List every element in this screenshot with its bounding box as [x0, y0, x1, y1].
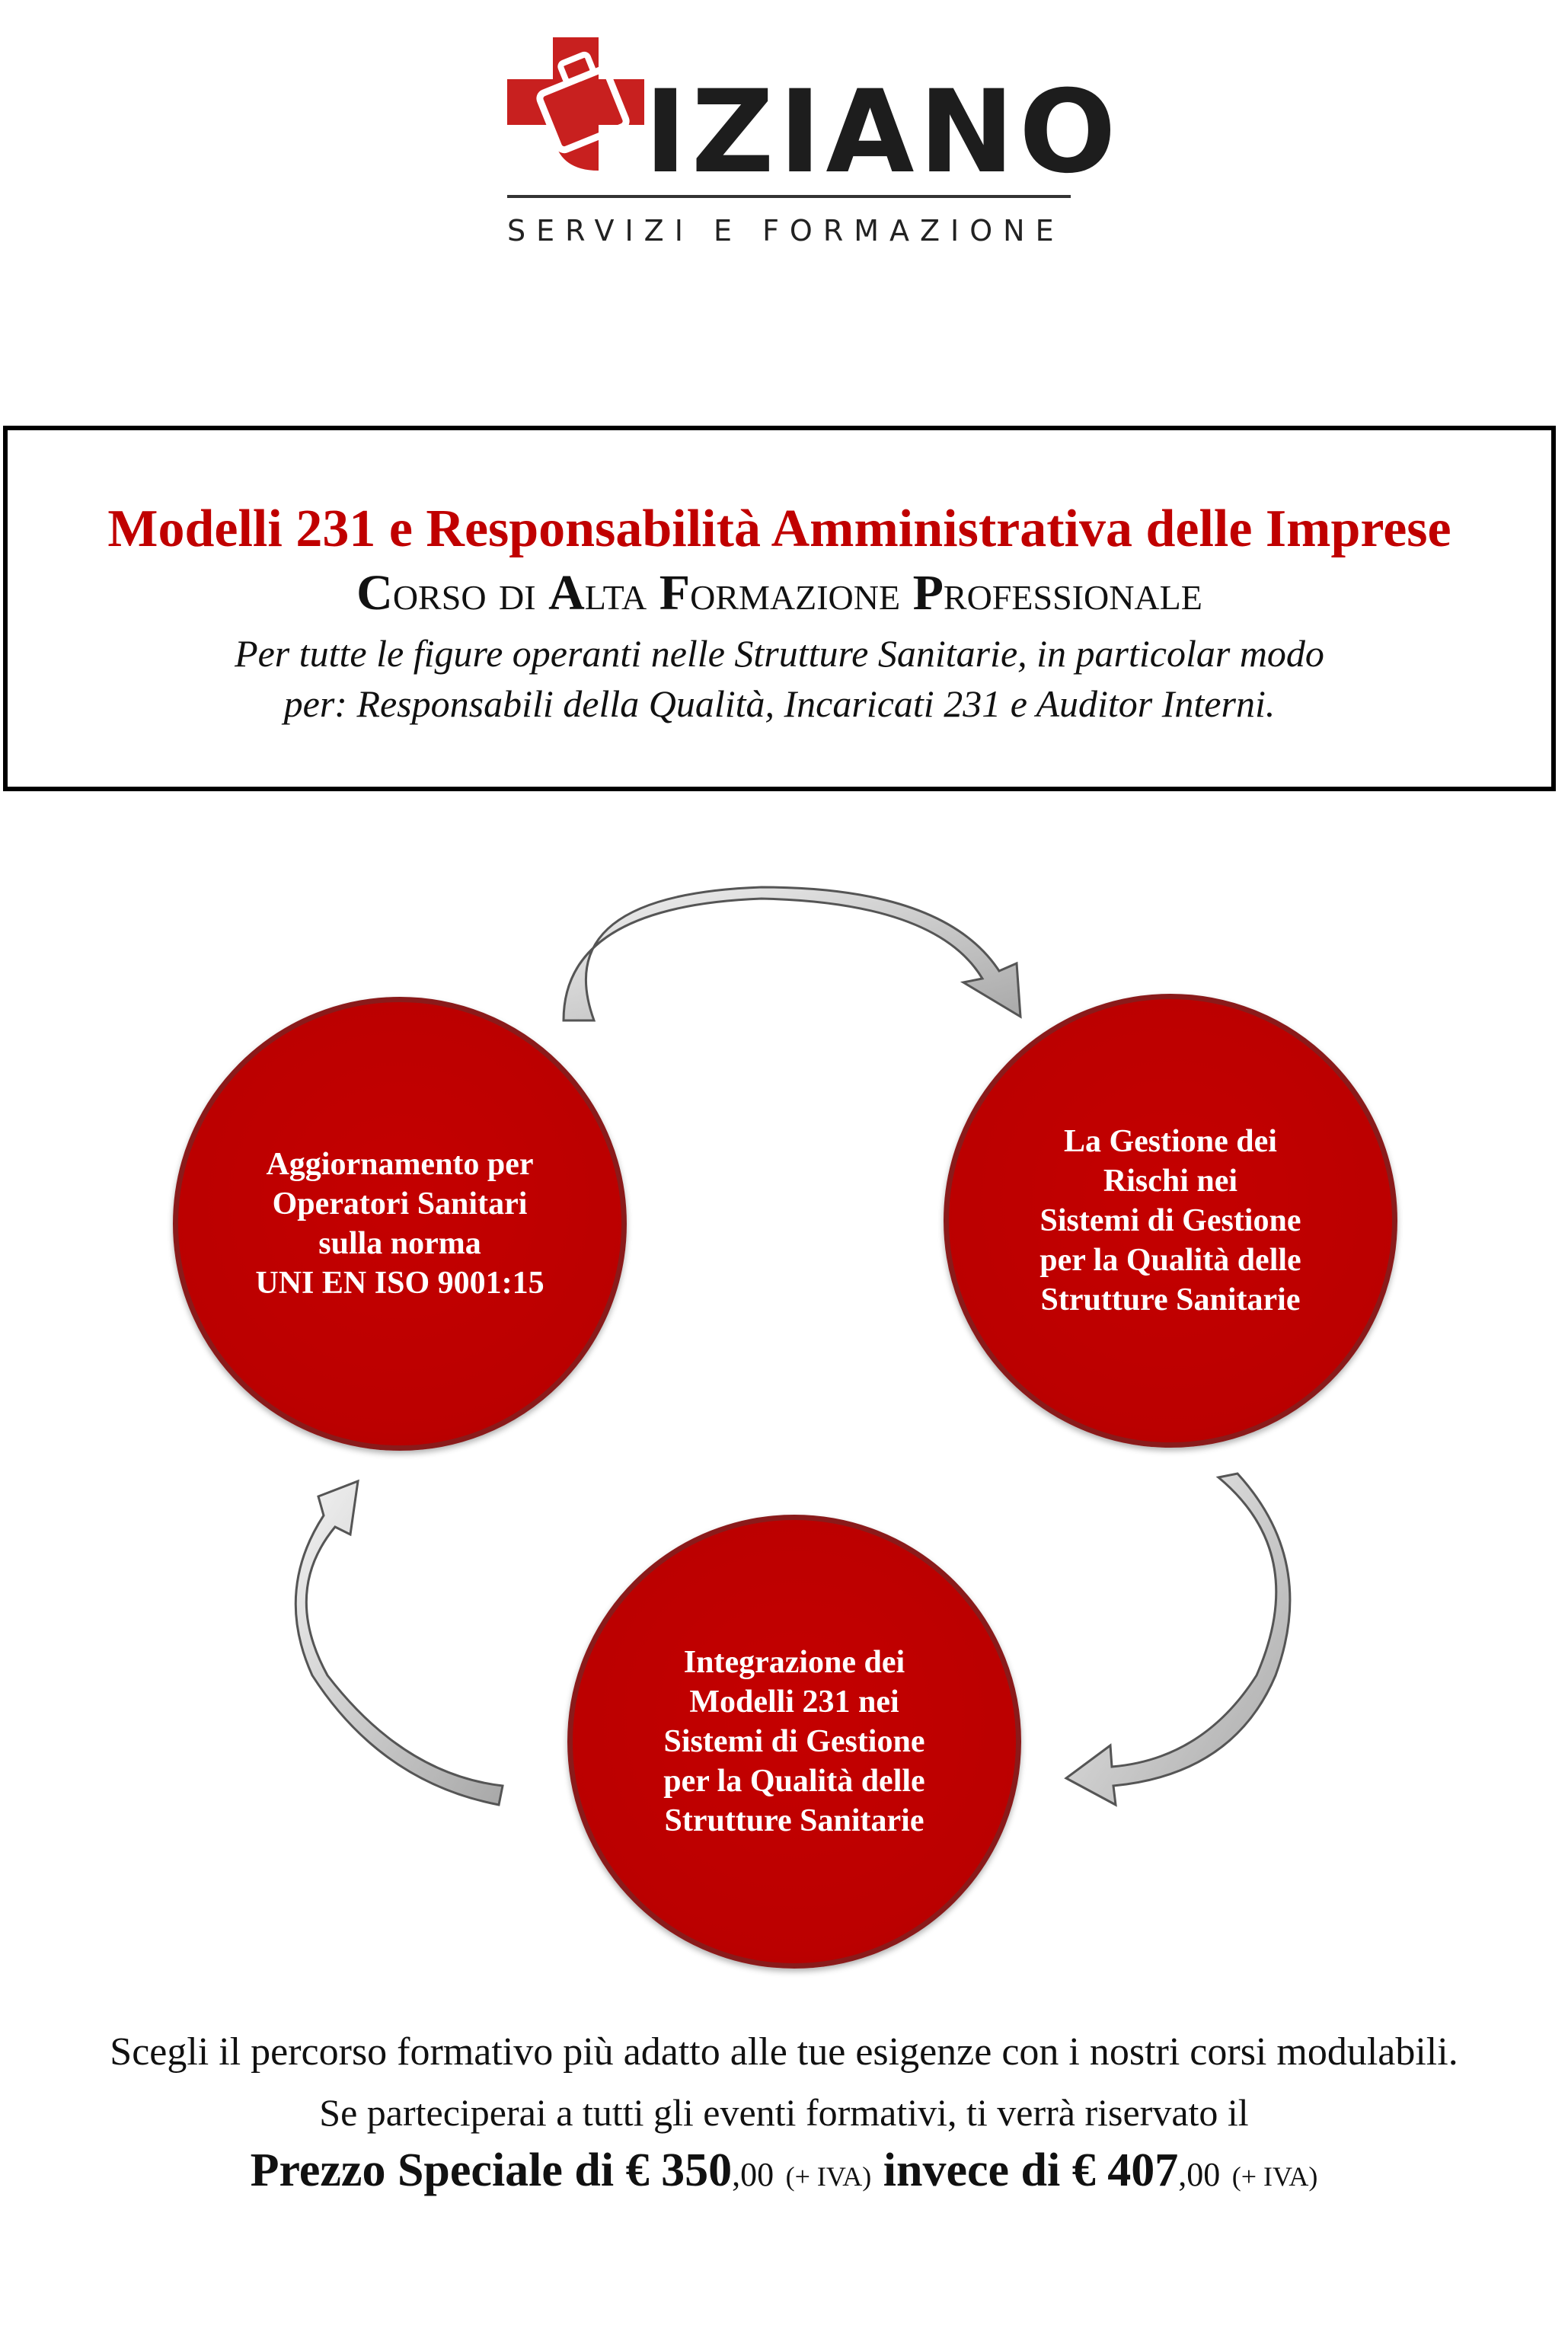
price-cents: ,00	[1178, 2156, 1221, 2193]
footer-line-1: Scegli il percorso formativo più adatto …	[110, 2030, 1458, 2074]
logo-wordmark: IZIANO	[644, 66, 1121, 199]
subtitle-part: orso di	[392, 565, 549, 621]
subtitle-part: A	[548, 565, 585, 621]
circle-label: Integrazione dei Modelli 231 nei Sistemi…	[663, 1645, 925, 1838]
description-line: Per tutte le figure operanti nelle Strut…	[235, 632, 1324, 675]
cycle-circle-model-231-integration: Integrazione dei Modelli 231 nei Sistemi…	[567, 1515, 1021, 1969]
circle-label: Aggiornamento per Operatori Sanitari sul…	[255, 1147, 544, 1301]
cycle-circle-iso-update: Aggiornamento per Operatori Sanitari sul…	[173, 997, 627, 1451]
logo: IZIANO SERVIZI E FORMAZIONE	[507, 37, 1116, 258]
course-subtitle: Corso di Alta Formazione Professionale	[8, 564, 1551, 622]
circle-label: La Gestione dei Rischi nei Sistemi di Ge…	[1039, 1124, 1301, 1317]
course-header-box: Modelli 231 e Responsabilità Amministrat…	[3, 426, 1556, 791]
vat-note: (+ IVA)	[785, 2161, 872, 2192]
cycle-circle-risk-management: La Gestione dei Rischi nei Sistemi di Ge…	[944, 994, 1397, 1448]
footer-line-2: Se parteciperai a tutti gli eventi forma…	[319, 2091, 1249, 2134]
subtitle-part: lta	[584, 565, 659, 621]
price-regular: invece di € 407	[871, 2144, 1179, 2196]
arrow-top-icon	[562, 886, 1022, 1022]
logo-divider	[507, 195, 1071, 198]
course-title: Modelli 231 e Responsabilità Amministrat…	[107, 500, 1451, 558]
subtitle-part: C	[356, 565, 393, 621]
course-description: Per tutte le figure operanti nelle Strut…	[8, 628, 1551, 729]
price-special: Prezzo Speciale di € 350	[250, 2144, 733, 2196]
subtitle-part: P	[912, 565, 944, 621]
price-cents: ,00	[732, 2156, 774, 2193]
subtitle-part: rofessionale	[943, 565, 1202, 621]
subtitle-part: F	[659, 565, 691, 621]
medical-cross-bag-icon	[507, 37, 644, 171]
subtitle-part: ormazione	[690, 565, 913, 621]
arrow-right-icon	[1064, 1472, 1292, 1807]
description-line: per: Responsabili della Qualità, Incaric…	[283, 682, 1276, 725]
special-price: Prezzo Speciale di € 350,00 (+ IVA) inve…	[0, 2144, 1568, 2198]
vat-note: (+ IVA)	[1231, 2161, 1318, 2192]
logo-tagline: SERVIZI E FORMAZIONE	[507, 214, 1065, 247]
arrow-left-icon	[294, 1479, 504, 1806]
